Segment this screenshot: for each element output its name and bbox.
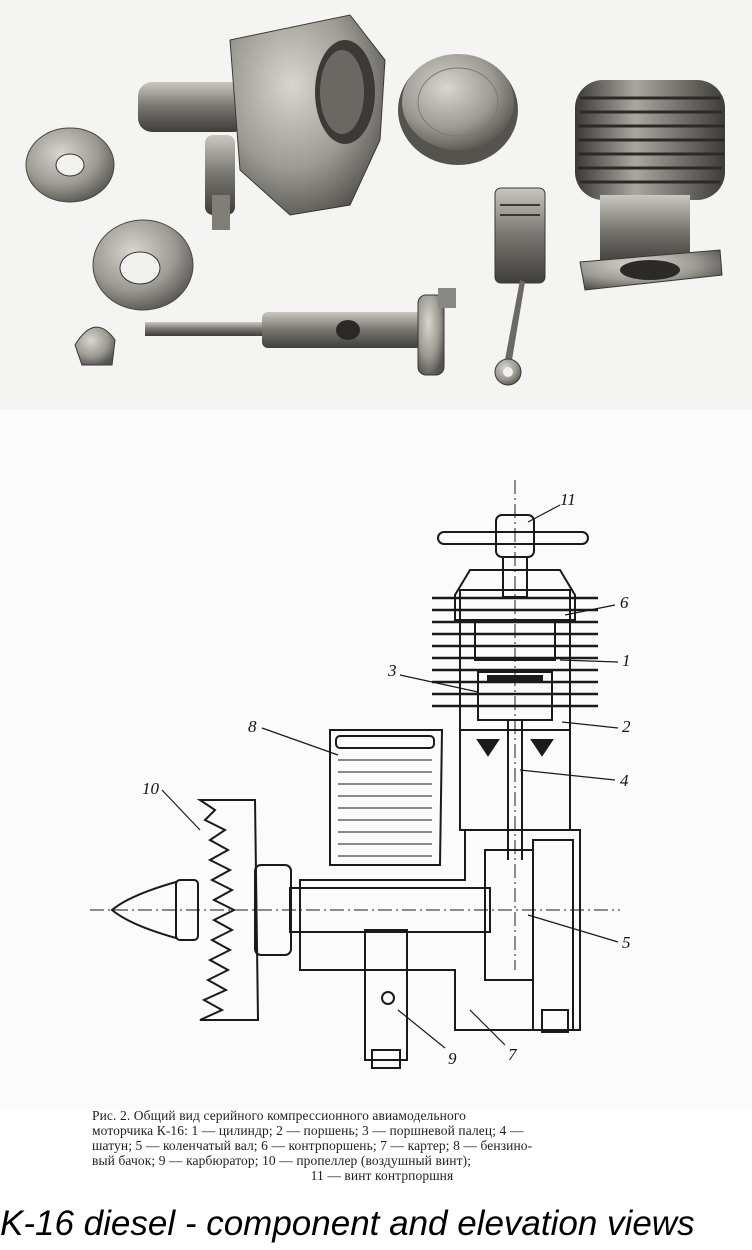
callout-3: 3 [387,661,397,680]
callout-1: 1 [622,651,631,670]
callout-9: 9 [448,1049,457,1068]
washer-part [25,127,115,203]
crankshaft-part [145,288,456,376]
footer-title: K-16 diesel - component and elevation vi… [0,1204,695,1243]
callout-10: 10 [142,779,160,798]
callout-11: 11 [560,490,576,509]
connecting-rod [459,720,571,860]
caption-line-3: шатун; 5 — коленчатый вал; 6 — контрпорш… [92,1138,533,1153]
callout-7: 7 [508,1045,518,1064]
caption-line-1: Рис. 2. Общий вид серийного компрессионн… [92,1108,466,1123]
figure-caption: Рис. 2. Общий вид серийного компрессионн… [92,1108,672,1183]
fuel-tank [329,729,444,866]
callout-4: 4 [620,771,629,790]
caption-line-5: 11 — винт контрпоршня [310,1168,454,1183]
callout-numbers: 11 6 1 3 2 4 5 7 9 8 10 [142,490,631,1068]
spinner-nut-part [74,326,116,366]
caption-line-2: моторчика К-16: 1 — цилиндр; 2 — поршень… [92,1123,524,1138]
contrapiston-part [398,54,518,165]
parts-photo [0,0,752,410]
callout-leaders [161,504,619,1049]
prop-driver-part [92,219,194,311]
callout-6: 6 [620,593,629,612]
crankcase-section [289,829,581,1069]
elevation-drawing: 11 6 1 3 2 4 5 7 9 8 10 [0,410,752,1110]
crankcase-part [138,14,386,230]
piston-rod-part [494,187,546,386]
caption-line-4: вый бачок; 9 — карбюратор; 10 — пропелле… [92,1153,472,1168]
cylinder-head [432,569,598,731]
callout-5: 5 [622,933,631,952]
callout-2: 2 [622,717,631,736]
propeller [110,799,292,1021]
callout-8: 8 [248,717,257,736]
finned-cylinder-part [575,80,725,291]
